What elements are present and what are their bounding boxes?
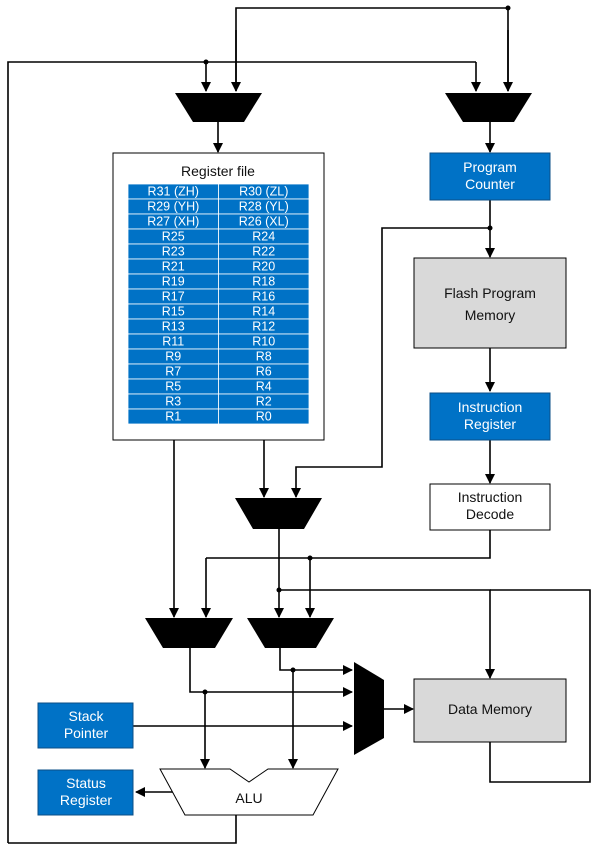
program-counter-line1: Program: [463, 159, 517, 175]
register-file-title: Register file: [181, 163, 255, 179]
register-label: R26 (XL): [239, 215, 289, 229]
stack-pointer-line2: Pointer: [64, 725, 109, 741]
register-label: R19: [162, 275, 185, 289]
register-label: R28 (YL): [239, 200, 289, 214]
register-label: R20: [252, 260, 275, 274]
instruction-decode: Instruction Decode: [429, 483, 551, 531]
register-label: R15: [162, 305, 185, 319]
instruction-register-line2: Register: [464, 416, 516, 432]
program-counter: Program Counter: [429, 152, 551, 201]
data-memory: Data Memory: [413, 678, 567, 743]
status-register: Status Register: [37, 769, 134, 816]
register-label: R29 (YH): [147, 200, 199, 214]
alu-label: ALU: [235, 790, 262, 806]
mux-bottom-right: [247, 618, 334, 648]
register-label: R30 (ZL): [239, 185, 288, 199]
register-label: R21: [162, 260, 185, 274]
status-register-line2: Register: [60, 792, 112, 808]
register-label: R18: [252, 275, 275, 289]
register-rows: R31 (ZH) R30 (ZL) R29 (YH) R28 (YL) R27 (XH)…: [127, 183, 310, 425]
register-label: R7: [165, 365, 181, 379]
data-memory-label: Data Memory: [448, 701, 532, 717]
instruction-decode-line1: Instruction: [458, 489, 523, 505]
register-label: R17: [162, 290, 185, 304]
mux-data-address: [354, 662, 384, 755]
alu: ALU: [159, 768, 339, 816]
register-label: R0: [256, 410, 272, 424]
mux-middle: [235, 498, 322, 529]
instruction-decode-line2: Decode: [466, 506, 514, 522]
register-label: R31 (ZH): [148, 185, 199, 199]
mux-bottom-left: [145, 618, 233, 648]
register-cell: [218, 408, 310, 425]
register-label: R14: [252, 305, 275, 319]
register-label: R25: [162, 230, 185, 244]
register-label: R4: [256, 380, 272, 394]
program-counter-line2: Counter: [465, 176, 515, 192]
register-label: R6: [256, 365, 272, 379]
register-label: R8: [256, 350, 272, 364]
register-file: Register file R31 (ZH)R30 (ZL)R29 (YH)R2…: [112, 152, 325, 441]
stack-pointer: Stack Pointer: [37, 702, 134, 749]
mux-top-left: [175, 93, 262, 122]
flash-program-memory: Flash Program Memory: [413, 257, 567, 349]
register-label: R10: [252, 335, 275, 349]
register-label: R13: [162, 320, 185, 334]
instruction-register: Instruction Register: [429, 392, 551, 441]
register-label: R24: [252, 230, 275, 244]
register-label: R22: [252, 245, 275, 259]
flash-memory-line1: Flash Program: [444, 285, 536, 301]
stack-pointer-line1: Stack: [68, 708, 104, 724]
register-label: R5: [165, 380, 181, 394]
register-label: R1: [165, 410, 181, 424]
status-register-line1: Status: [66, 775, 106, 791]
mux-top-right: [445, 93, 532, 122]
register-label: R23: [162, 245, 185, 259]
register-label: R11: [162, 335, 184, 349]
register-label: R2: [256, 395, 272, 409]
register-label: R12: [252, 320, 275, 334]
multiplexers: [145, 93, 532, 755]
instruction-register-line1: Instruction: [458, 399, 523, 415]
flash-memory-line2: Memory: [465, 307, 516, 323]
register-label: R3: [165, 395, 181, 409]
register-label: R9: [165, 350, 181, 364]
register-label: R27 (XH): [147, 215, 199, 229]
register-label: R16: [252, 290, 275, 304]
